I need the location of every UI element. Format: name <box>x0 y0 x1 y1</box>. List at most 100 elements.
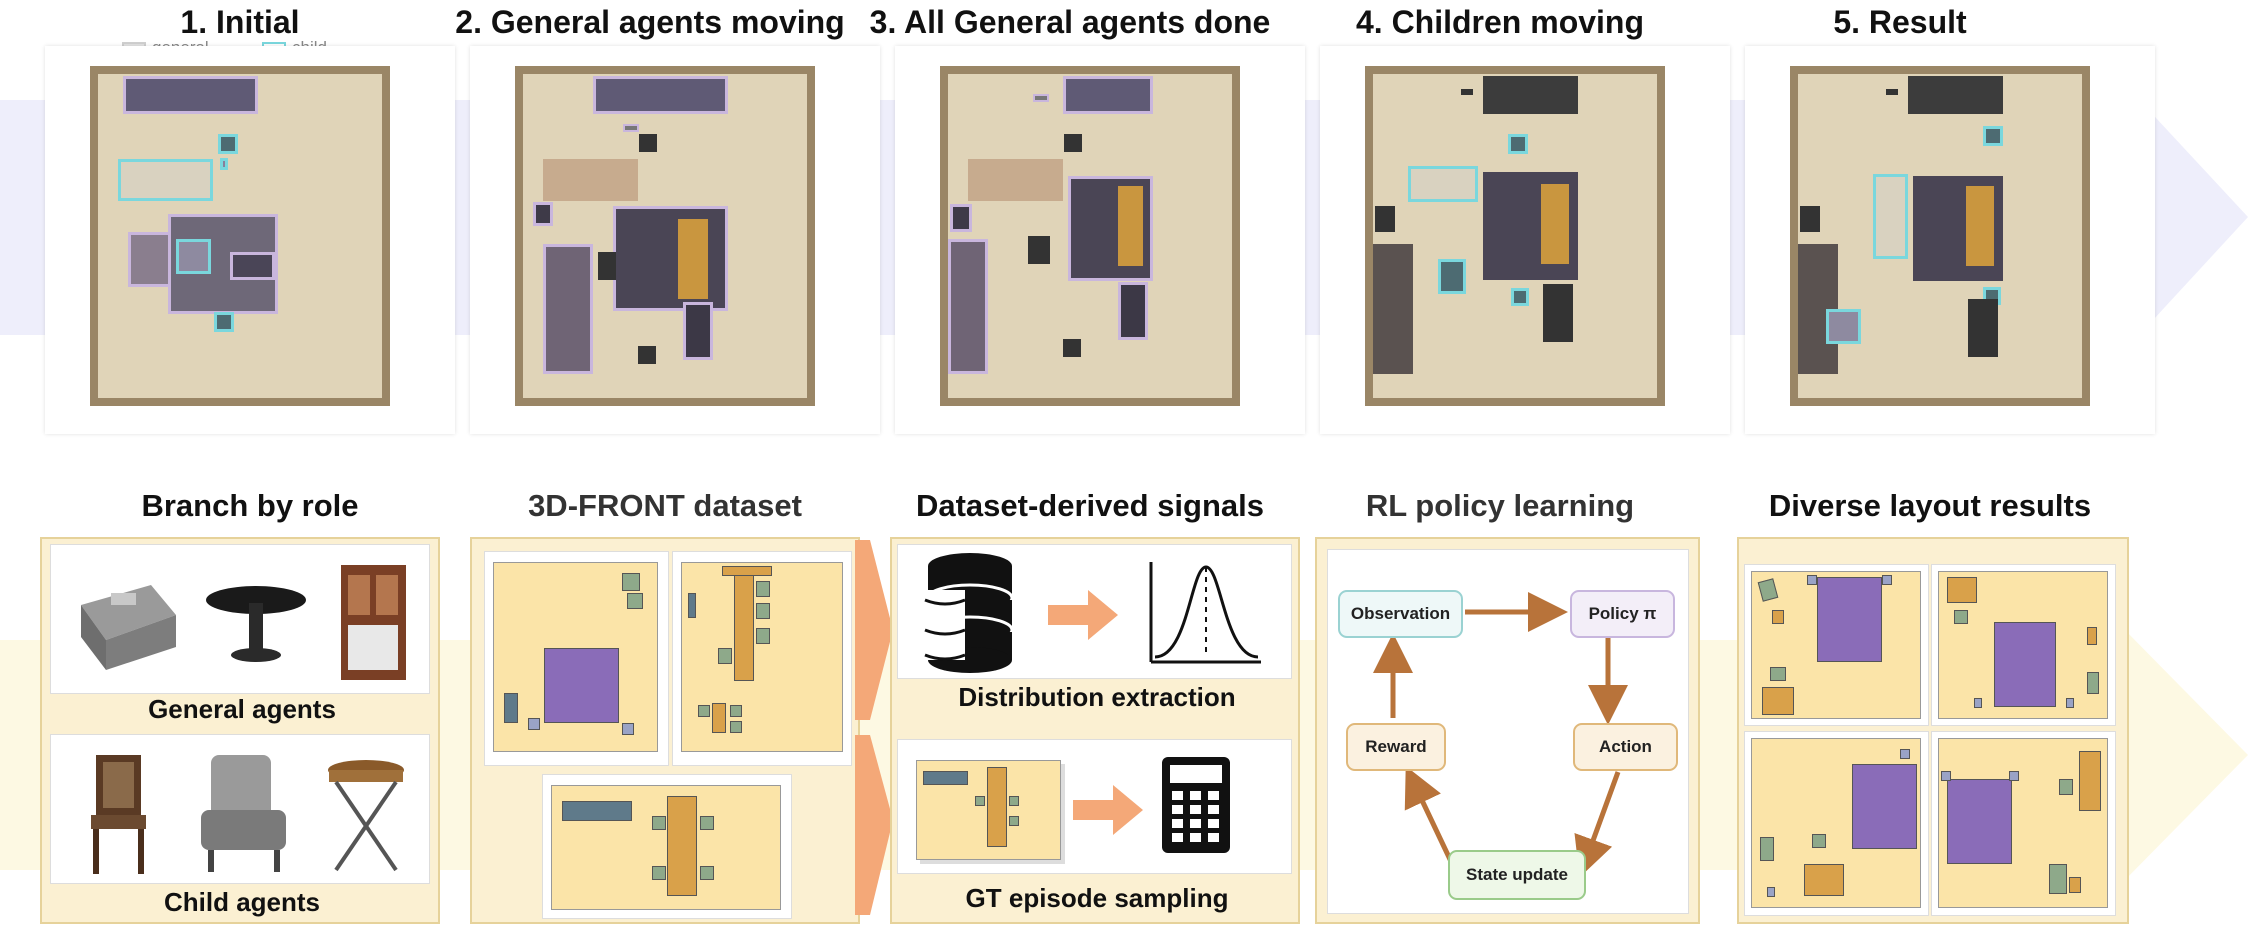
dresser <box>1543 284 1573 342</box>
rl-panel: Observation Policy π Action Reward State… <box>1315 537 1700 924</box>
stool <box>1375 206 1395 232</box>
desk-child <box>118 159 213 201</box>
stage-1-panel <box>45 46 455 434</box>
database-icon <box>924 553 1014 673</box>
dresser <box>683 302 713 360</box>
results-title: Diverse layout results <box>1768 488 2092 523</box>
cabinet <box>1762 687 1794 715</box>
chair <box>730 705 742 717</box>
bird-figure <box>1886 89 1898 95</box>
chair <box>1812 834 1826 848</box>
wardrobe <box>123 76 258 114</box>
distribution-card <box>897 544 1292 679</box>
signals-panel: Distribution extraction GT episode sampl… <box>890 537 1300 924</box>
cabinet <box>923 771 968 785</box>
chair <box>2059 779 2073 795</box>
signals-title: Dataset-derived signals <box>915 488 1265 523</box>
stage-3-panel <box>895 46 1305 434</box>
table <box>2087 627 2097 645</box>
bed <box>1947 779 2012 864</box>
stage-2-title: 2. General agents moving <box>455 4 845 40</box>
branch-panel: General agents Child agents <box>40 537 440 924</box>
chair <box>698 705 710 717</box>
observation-node: Observation <box>1338 590 1463 638</box>
rug <box>1373 244 1413 374</box>
side-table <box>1064 134 1082 152</box>
table <box>734 571 754 681</box>
stage-4-panel <box>1320 46 1730 434</box>
result-card-1 <box>1744 564 1929 726</box>
bed <box>613 206 728 311</box>
nightstand-child <box>1983 126 2003 146</box>
ottoman-child <box>176 239 211 274</box>
nightstand <box>1900 749 1910 759</box>
bed-illustration-icon <box>81 585 176 670</box>
dataset-to-signals-arrows <box>855 540 893 915</box>
chair <box>1760 837 1774 861</box>
chair <box>1770 667 1786 681</box>
dresser <box>230 252 275 280</box>
chair <box>756 581 770 597</box>
bed <box>1852 764 1917 849</box>
room-floor <box>515 66 815 406</box>
calculator-icon <box>1162 757 1230 853</box>
dataset-card-2 <box>672 551 852 766</box>
branch-title: Branch by role <box>141 488 359 523</box>
cabinet <box>1804 864 1844 896</box>
ottoman <box>598 252 616 280</box>
floorplan <box>1751 738 1921 908</box>
floorplan <box>1938 571 2108 719</box>
bird-figure <box>1461 89 1473 95</box>
chair-child <box>1511 288 1529 306</box>
nightstand <box>1941 771 1951 781</box>
state-update-node: State update <box>1448 850 1586 900</box>
ottoman-child <box>1826 309 1861 344</box>
dresser <box>1968 299 1998 357</box>
cabinet <box>504 693 518 723</box>
stage-1-title: 1. Initial <box>180 4 300 40</box>
pillows <box>1541 184 1569 264</box>
stage-5-title: 5. Result <box>1833 4 1967 40</box>
chair <box>718 648 732 664</box>
floorplan <box>1938 738 2108 908</box>
desk <box>968 159 1063 201</box>
stool <box>950 204 972 232</box>
ottoman-child <box>1438 259 1466 294</box>
floorplan <box>681 562 843 752</box>
general-agents-card <box>50 544 430 694</box>
wardrobe <box>593 76 728 114</box>
nightstand <box>1767 887 1775 897</box>
room-floor <box>940 66 1240 406</box>
stage-2-panel <box>470 46 880 434</box>
nightstand <box>2066 698 2074 708</box>
rl-title: RL policy learning <box>1365 488 1635 523</box>
nightstand <box>1807 575 1817 585</box>
armchair-illustration-icon <box>201 755 286 872</box>
result-card-3 <box>1744 731 1929 916</box>
small-item <box>622 723 634 735</box>
distribution-label: Distribution extraction <box>958 682 1236 712</box>
chair <box>652 866 666 880</box>
sampling-label: GT episode sampling <box>965 883 1229 913</box>
dataset-panel <box>470 537 860 924</box>
stool <box>2069 877 2081 893</box>
chair <box>756 628 770 644</box>
rl-card: Observation Policy π Action Reward State… <box>1327 549 1689 914</box>
nightstand <box>1882 575 1892 585</box>
nightstand-child <box>1508 134 1528 154</box>
nightstand <box>2009 771 2019 781</box>
cabinet <box>688 593 696 618</box>
table <box>667 796 697 896</box>
stage-3-title: 3. All General agents done <box>869 4 1271 40</box>
pillows <box>1966 186 1994 266</box>
stage-5-panel <box>1745 46 2155 434</box>
action-node: Action <box>1573 723 1678 771</box>
stool <box>1772 610 1784 624</box>
nightstand <box>627 593 643 609</box>
chair <box>700 816 714 830</box>
child-agents-label: Child agents <box>163 887 320 917</box>
cabinet-illustration-icon <box>341 565 406 680</box>
bed-block <box>544 648 619 723</box>
table <box>987 767 1007 847</box>
stool <box>1800 206 1820 232</box>
